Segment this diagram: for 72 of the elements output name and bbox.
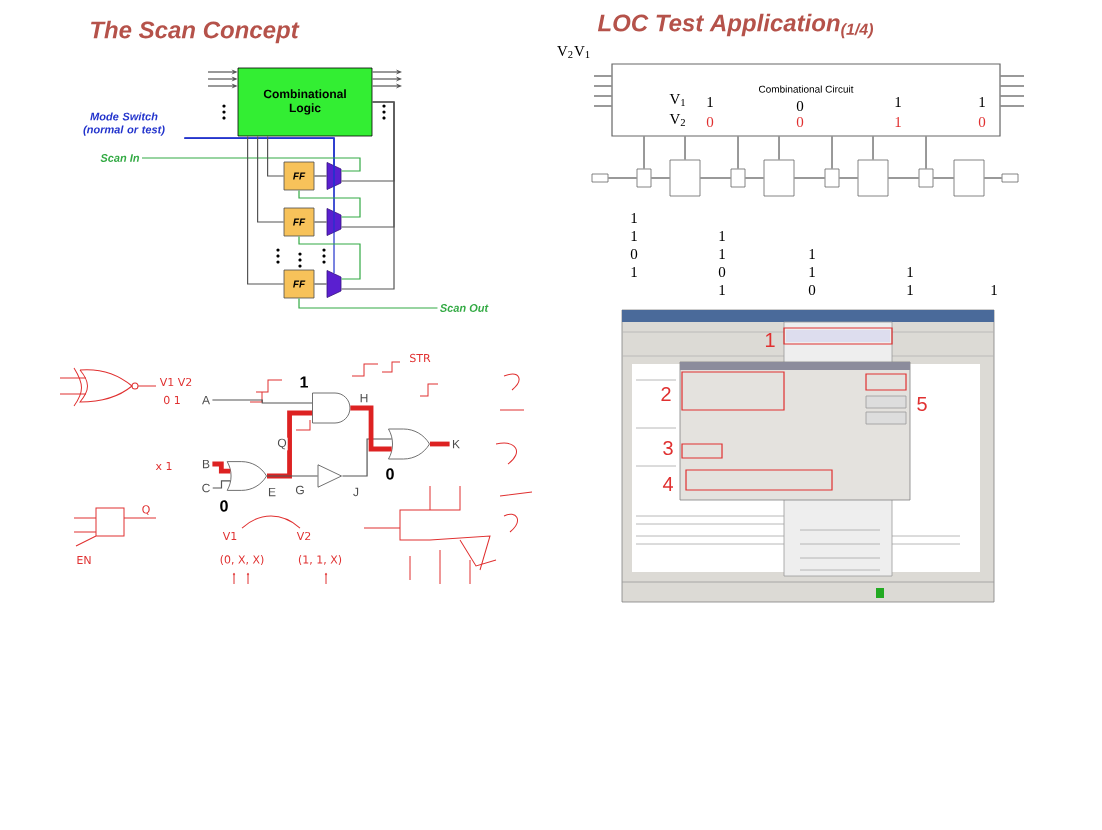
wire <box>267 410 313 479</box>
wire <box>744 177 765 179</box>
wire <box>141 157 361 172</box>
slide-title: LOC Test Application$_{(1/4)}$ <box>597 13 874 39</box>
callout-number: 1 <box>766 333 775 347</box>
wire <box>212 480 231 489</box>
wire <box>684 136 686 161</box>
or-gate <box>226 461 267 491</box>
wire <box>266 475 319 477</box>
wire <box>643 136 645 170</box>
multiplexer-box <box>824 168 840 188</box>
wire <box>257 135 285 223</box>
wire <box>593 105 612 107</box>
multiplexer-box <box>730 168 746 188</box>
wire <box>607 177 638 179</box>
wire <box>298 235 361 280</box>
wire <box>932 177 955 179</box>
wire <box>341 438 393 477</box>
wire <box>267 135 285 177</box>
wire <box>1000 105 1025 107</box>
wire <box>778 136 780 161</box>
slide-title: The Scan Concept <box>91 20 300 44</box>
wire <box>593 75 612 77</box>
buffer-gate <box>317 464 342 488</box>
wire <box>211 399 313 404</box>
wire <box>1000 75 1025 77</box>
wire <box>298 297 439 309</box>
callout-number: 2 <box>661 387 671 401</box>
and-gate <box>312 392 351 424</box>
wire <box>831 136 833 170</box>
wire <box>793 177 826 179</box>
multiplexer-box <box>918 168 934 188</box>
multiplexer-symbol <box>326 270 342 298</box>
wire <box>212 461 231 474</box>
wire <box>983 177 1003 179</box>
logic-value: 1 <box>300 376 308 388</box>
multiplexer-symbol <box>326 208 342 236</box>
wire <box>350 405 392 452</box>
wire <box>183 137 335 274</box>
wire <box>699 177 732 179</box>
multiplexer-box <box>636 168 652 188</box>
wire <box>313 175 328 177</box>
wire <box>1000 95 1025 97</box>
callout-number: 3 <box>663 440 673 456</box>
terminal <box>1001 173 1019 183</box>
wire <box>247 135 285 285</box>
wire <box>887 177 920 179</box>
flip-flop-box <box>857 159 889 197</box>
wire <box>872 136 874 161</box>
multiplexer-symbol <box>326 162 342 190</box>
wire <box>1000 85 1025 87</box>
wire <box>313 283 328 285</box>
terminal <box>591 173 609 183</box>
wire <box>593 95 612 97</box>
wire <box>925 136 927 170</box>
wire <box>650 177 671 179</box>
flip-flop-box <box>669 159 701 197</box>
wire <box>593 85 612 87</box>
wire <box>313 221 328 223</box>
flip-flop-box <box>763 159 795 197</box>
wire <box>340 101 395 290</box>
callout-number: 5 <box>917 397 927 411</box>
logic-value: 0 <box>220 500 228 512</box>
or-gate <box>388 428 430 460</box>
wire <box>298 189 361 218</box>
wire <box>737 136 739 170</box>
flip-flop-box <box>953 159 985 197</box>
logic-value: 0 <box>386 468 394 480</box>
wire <box>429 441 450 447</box>
screenshot <box>621 309 995 603</box>
callout-number: 4 <box>662 477 673 491</box>
wire <box>838 177 859 179</box>
